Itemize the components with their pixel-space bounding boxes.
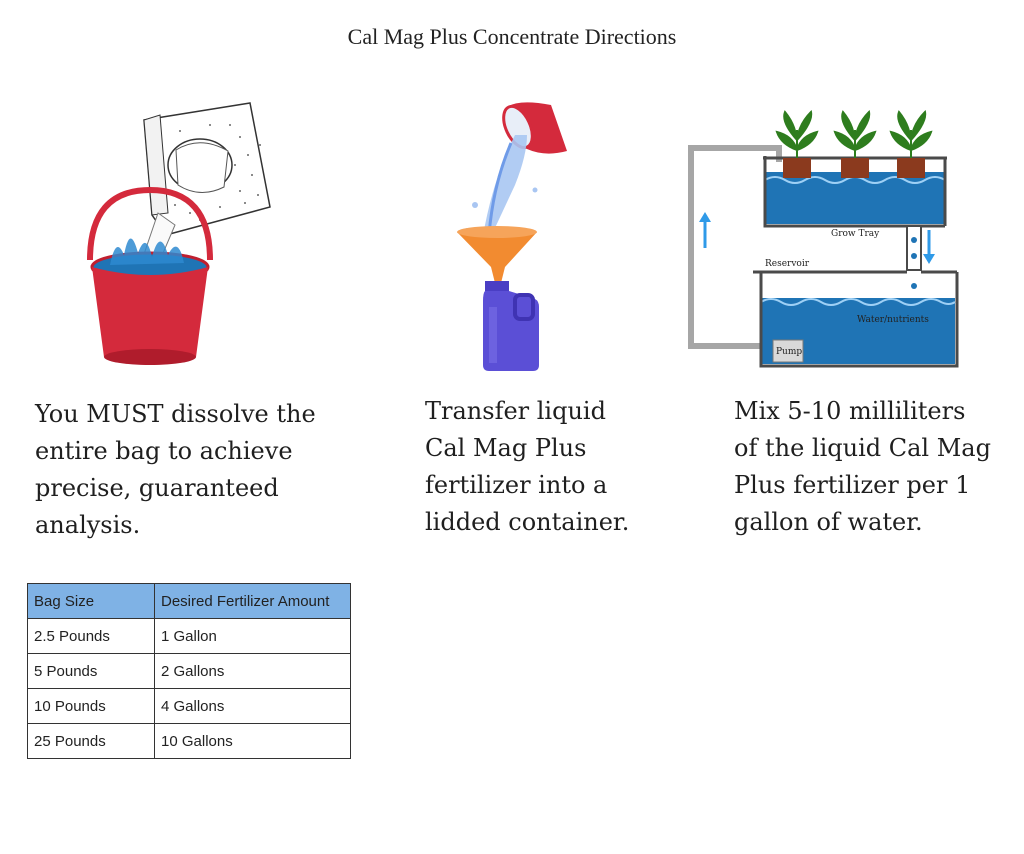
- step-line: Mix 5-10 milliliters: [734, 397, 966, 425]
- hydroponic-system-diagram: Grow Tray Reservoir Water/nutrients Pump: [688, 109, 959, 368]
- table-header-row: Bag Size Desired Fertilizer Amount: [27, 583, 351, 619]
- pour-into-jug-illustration: [457, 102, 567, 371]
- funnel-icon: [457, 226, 537, 283]
- return-pipe: [688, 145, 782, 349]
- step-line: Transfer liquid: [425, 397, 606, 425]
- water-stream-icon: [465, 135, 538, 245]
- column-header: Desired Fertilizer Amount: [154, 583, 351, 619]
- table-cell: 10 Gallons: [154, 723, 351, 759]
- step-line: entire bag to achieve: [35, 437, 293, 465]
- pump-icon: Pump: [772, 339, 804, 363]
- red-bucket-icon: [87, 186, 213, 365]
- table-cell: 10 Pounds: [27, 688, 155, 724]
- step-3-text: Mix 5-10 milliliters of the liquid Cal M…: [734, 393, 991, 541]
- table-cell: 25 Pounds: [27, 723, 155, 759]
- table-cell: 2.5 Pounds: [27, 618, 155, 654]
- step-line: of the liquid Cal Mag: [734, 434, 991, 462]
- table-cell: 5 Pounds: [27, 653, 155, 689]
- step-line: lidded container.: [425, 508, 630, 536]
- table-row: 5 Pounds 2 Gallons: [27, 653, 351, 689]
- grow-tray-label: Grow Tray: [831, 229, 880, 239]
- step-1-text: You MUST dissolve the entire bag to achi…: [35, 396, 316, 544]
- table-cell: 2 Gallons: [154, 653, 351, 689]
- step-line: Cal Mag Plus: [425, 434, 587, 462]
- table-cell: 1 Gallon: [154, 618, 351, 654]
- plant-icon: [833, 109, 877, 178]
- bag-size-table: Bag Size Desired Fertilizer Amount 2.5 P…: [27, 583, 351, 759]
- reservoir-label: Reservoir: [765, 259, 810, 269]
- step-2-text: Transfer liquid Cal Mag Plus fertilizer …: [425, 393, 629, 541]
- fertilizer-bag-icon: [141, 102, 271, 266]
- step-line: Plus fertilizer per 1: [734, 471, 971, 499]
- column-header: Bag Size: [27, 583, 155, 619]
- table-cell: 4 Gallons: [154, 688, 351, 724]
- water-label: Water/nutrients: [857, 315, 929, 325]
- step-line: gallon of water.: [734, 508, 923, 536]
- table-row: 25 Pounds 10 Gallons: [27, 723, 351, 759]
- step-line: fertilizer into a: [425, 471, 608, 499]
- plant-icon: [889, 109, 933, 178]
- table-row: 2.5 Pounds 1 Gallon: [27, 618, 351, 654]
- step-line: analysis.: [35, 511, 141, 539]
- plant-icon: [775, 109, 819, 178]
- step-line: precise, guaranteed: [35, 474, 279, 502]
- purple-jug-icon: [483, 281, 539, 371]
- step-line: You MUST dissolve the: [35, 400, 316, 428]
- page-title: Cal Mag Plus Concentrate Directions: [347, 24, 677, 49]
- bucket-and-bag-illustration: [87, 102, 271, 365]
- pump-label: Pump: [776, 347, 802, 357]
- table-row: 10 Pounds 4 Gallons: [27, 688, 351, 724]
